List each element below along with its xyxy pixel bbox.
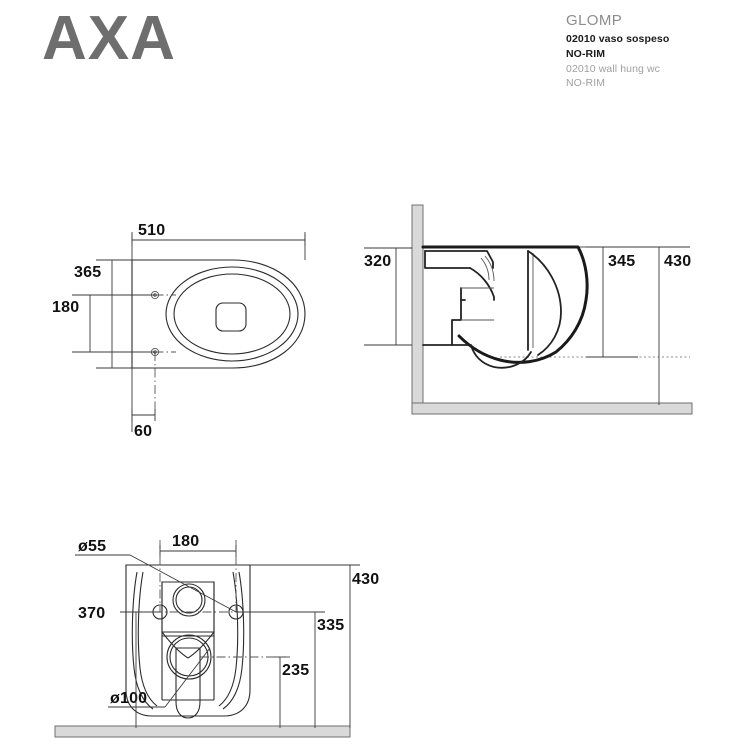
side-wall [411,204,424,411]
rear-dim-335: 335 [236,611,344,728]
rear-floor [54,725,351,738]
side-floor [411,402,693,415]
plan-dim-365-text: 365 [74,264,101,281]
product-name-it-line2: NO-RIM [566,47,606,60]
side-view-group: 320 345 430 [364,204,693,415]
product-name-it-line1: 02010 vaso sospeso [566,32,670,45]
rear-dim-430: 430 [250,564,379,728]
rear-dim-235-text: 235 [282,662,309,679]
plan-dim-510: 510 [131,222,306,260]
rear-inner-panel [161,581,215,701]
plan-view-group: 510 365 180 [52,222,306,440]
product-series-name: GLOMP [566,12,623,29]
side-dim-430: 430 [603,246,691,405]
plan-bolt-holes [72,290,176,420]
rear-dim-370-text: 370 [78,605,105,622]
plan-dim-60-text: 60 [134,423,152,440]
sheet-header: AXA GLOMP 02010 vaso sospeso NO-RIM 0201… [0,0,750,120]
rear-dim-335-text: 335 [317,617,344,634]
rear-dim-430-text: 430 [352,571,379,588]
rear-view-group: 180 ø55 ø100 [54,533,379,738]
plan-dim-365: 365 [74,259,132,369]
plan-outline [131,259,306,369]
side-dim-430-text: 430 [664,253,691,270]
rear-dim-180-text: 180 [172,533,199,550]
rear-flush-inlet-circle [172,583,206,617]
plan-dim-180-text: 180 [52,299,79,316]
plan-drain-outlet [215,302,247,332]
plan-dim-180: 180 [52,294,155,353]
side-dim-320: 320 [364,247,412,346]
plan-dim-510-text: 510 [138,222,165,239]
plan-dim-60: 60 [131,368,156,440]
rear-dim-d55: ø55 [75,538,237,613]
plan-bowl-oval [173,273,291,355]
rear-dim-370: 370 [78,605,160,728]
rear-dim-235: 235 [200,656,309,728]
rear-dim-180: 180 [159,533,237,612]
rear-dim-d55-text: ø55 [78,538,106,555]
product-name-en-line2: NO-RIM [566,77,606,90]
side-toilet-profile [421,245,589,369]
brand-logo-axa: AXA [42,4,176,73]
plan-seat-oval [165,266,299,362]
rear-dim-d100-text: ø100 [110,690,147,707]
rear-dim-d100: ø100 [108,647,211,708]
side-dim-345: 345 [586,246,638,358]
side-dim-320-text: 320 [364,253,391,270]
product-info-block: GLOMP 02010 vaso sospeso NO-RIM 02010 wa… [566,10,746,91]
side-dim-345-text: 345 [608,253,635,270]
rear-outlet-pipe [175,647,201,719]
product-name-en-line1: 02010 wall hung wc [566,62,661,75]
